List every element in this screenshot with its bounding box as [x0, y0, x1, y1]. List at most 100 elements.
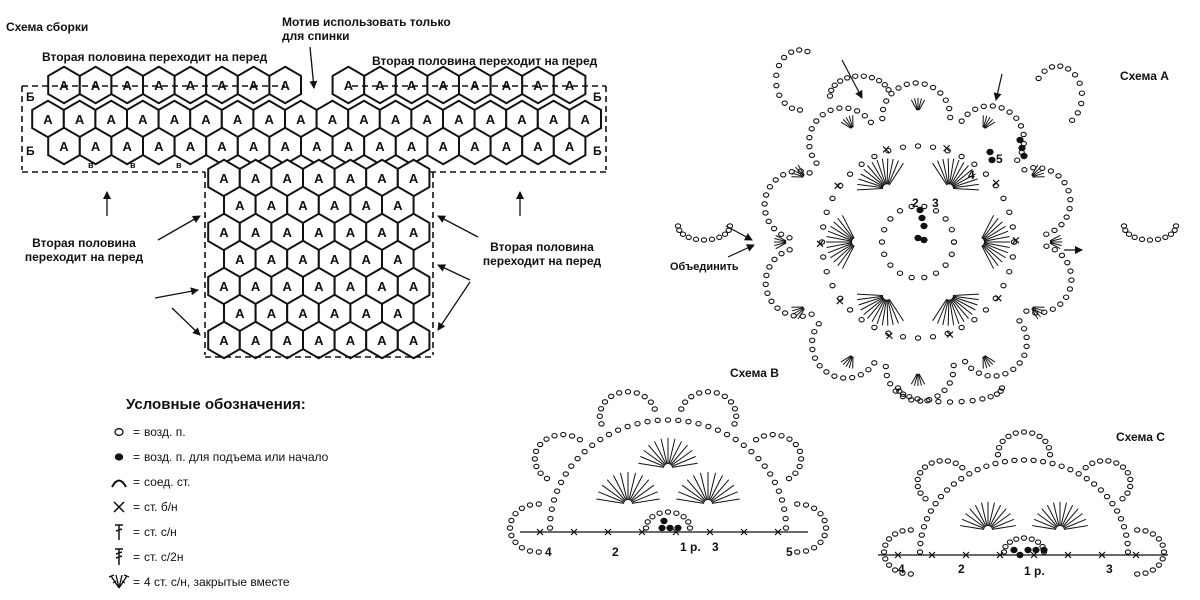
chain-stitch — [912, 80, 919, 86]
chain-stitch — [1002, 370, 1009, 377]
dc-stitch — [1031, 164, 1039, 176]
chain-stitch — [980, 103, 987, 110]
hex-motif-label: А — [346, 225, 356, 240]
chain-stitch — [813, 118, 820, 124]
dc-stitch — [841, 245, 855, 269]
chain-stitch — [853, 108, 861, 114]
dc-stitch — [982, 217, 999, 240]
chain-stitch — [934, 393, 941, 399]
hex-motif-label: А — [298, 252, 308, 267]
dc-stitch — [914, 98, 918, 111]
chain-stitch — [1061, 179, 1068, 186]
hex-motif-label: А — [75, 112, 85, 127]
chain-stitch — [680, 513, 687, 520]
hex-motif-label: А — [107, 112, 117, 127]
chain-stitch — [816, 363, 823, 369]
dc-stitch — [858, 296, 884, 306]
chain-stitch — [885, 87, 892, 93]
dc-stitch — [952, 297, 976, 311]
chain-stitch — [879, 115, 886, 122]
hex-motif-label: А — [91, 139, 101, 154]
start-stitch — [1016, 136, 1024, 144]
dc-stitch — [826, 242, 853, 248]
chain-stitch — [1063, 214, 1070, 220]
hex-motif-label: А — [233, 112, 243, 127]
chain-stitch — [760, 433, 768, 439]
chain-stitch — [792, 441, 799, 448]
motif-note-line1: Мотив использовать только — [282, 15, 451, 29]
chain-stitch — [947, 114, 954, 121]
scheme-a-row-3: 3 — [932, 196, 939, 210]
chain-stitch — [820, 224, 827, 230]
dc-stitch — [669, 441, 683, 465]
hex-motif-label: А — [346, 333, 356, 348]
dc-stitch — [653, 441, 667, 465]
dc-stitch — [860, 173, 884, 187]
dc-stitch — [793, 307, 804, 315]
chain-stitch — [1048, 64, 1056, 70]
dc-stitch — [1063, 525, 1088, 530]
chain-stitch — [894, 385, 902, 391]
hex-motif-label: А — [330, 198, 340, 213]
dc-stitch — [1049, 242, 1062, 246]
dc-stitch — [942, 158, 949, 185]
chain-stitch — [858, 316, 865, 323]
hex-motif-label: А — [328, 112, 338, 127]
chain-stitch — [1028, 536, 1035, 542]
chain-stitch — [899, 144, 907, 150]
dc-stitch — [983, 242, 1009, 254]
chain-stitch — [752, 436, 760, 443]
chain-stitch — [1034, 539, 1042, 545]
chain-stitch — [982, 171, 990, 177]
dc-stitch — [952, 188, 980, 191]
dc-stitch — [951, 298, 969, 319]
dc-stitch — [991, 518, 1015, 529]
legend-text-sc: ст. б/н — [144, 499, 178, 514]
chain-stitch — [708, 236, 716, 243]
chain-stitch — [664, 509, 672, 515]
hex-motif-label: А — [217, 139, 227, 154]
legend-item-sc: = ст. б/н — [108, 494, 328, 519]
chain-stitch — [950, 362, 957, 369]
hex-motif-label: А — [375, 78, 385, 93]
hex-motif-label: А — [219, 171, 229, 186]
hex-motif-label: А — [346, 279, 356, 294]
chain-stitch — [1159, 542, 1166, 548]
dc-stitch — [797, 308, 805, 320]
chain-stitch — [785, 475, 793, 482]
assembly-title: Схема сборки — [6, 20, 89, 34]
chain-stitch — [546, 525, 554, 531]
chain-stitch — [994, 451, 1002, 458]
dc-stitch — [1032, 169, 1043, 177]
chain-stitch — [1041, 68, 1048, 74]
chain-stitch — [788, 169, 795, 175]
dc-stitch — [1031, 308, 1041, 318]
chain-stitch — [829, 282, 836, 289]
chain-stitch — [840, 375, 847, 381]
chain-stitch — [550, 497, 558, 503]
dc-stitch — [1062, 508, 1079, 528]
chain-stitch — [995, 444, 1003, 451]
chain-stitch — [917, 540, 924, 547]
chain-stitch — [673, 510, 680, 516]
tr-stitch-icon — [115, 547, 123, 565]
hex-motif-label: А — [267, 306, 277, 321]
chain-stitch — [1124, 549, 1132, 555]
chain-stitch — [614, 427, 622, 433]
dc-stitch — [711, 498, 740, 504]
dc-stitch — [613, 475, 627, 501]
start-stitch — [658, 524, 666, 532]
sc-stitch — [943, 144, 950, 152]
start-stitch — [1032, 546, 1040, 554]
chain-stitch — [1074, 110, 1081, 116]
chain-stitch — [765, 218, 772, 225]
chain-stitch — [792, 470, 799, 476]
dc-stitch — [774, 238, 787, 242]
dc-stitch — [863, 169, 885, 187]
chain-stitch — [1155, 562, 1163, 568]
sc-stitch — [536, 528, 544, 536]
hex-motif-label: А — [235, 198, 245, 213]
chain-stitch — [944, 458, 952, 464]
dc-stitch — [947, 299, 950, 326]
callout-arrows — [103, 46, 524, 336]
